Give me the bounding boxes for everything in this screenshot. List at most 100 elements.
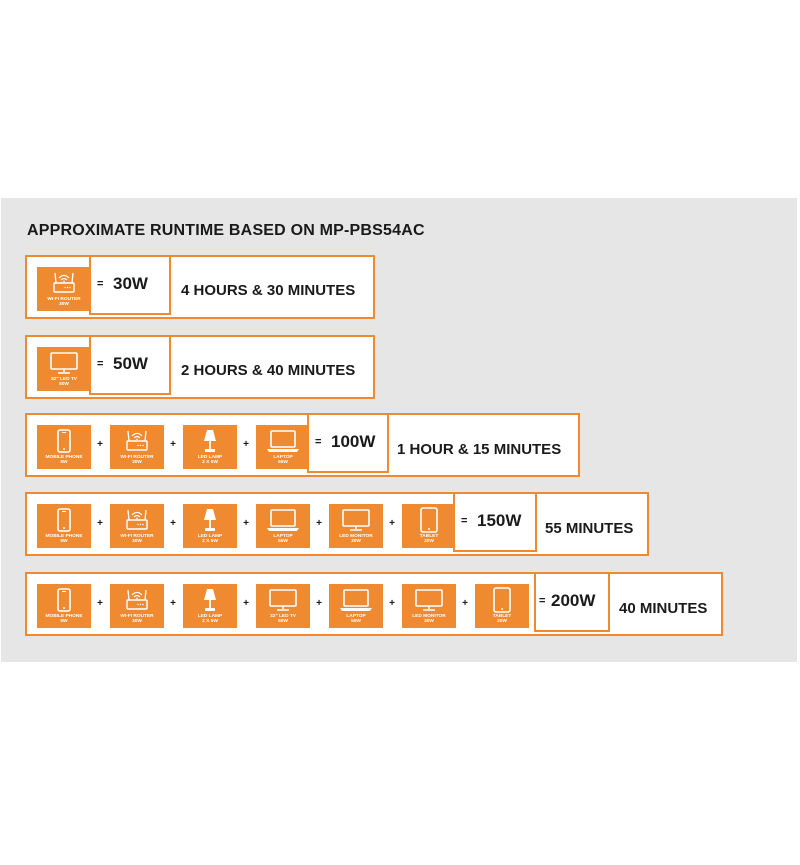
equals-sign: =: [315, 436, 322, 448]
device-wattage: 55W: [351, 619, 361, 625]
laptop-icon: [267, 430, 299, 452]
device-wattage: 30W: [132, 619, 142, 625]
equals-sign: =: [461, 515, 468, 527]
runtime-text: 1 HOUR & 15 MINUTES: [397, 441, 562, 458]
plus-sign: +: [462, 598, 468, 609]
device-name: 32" LED TV: [270, 614, 296, 619]
device-wattage: 50W: [59, 382, 69, 388]
monitor-icon: [342, 509, 370, 531]
device-wattage: 55W: [278, 539, 288, 545]
total-box: = 200W: [534, 572, 610, 632]
router-icon: [126, 589, 148, 610]
device-name: WI-FI ROUTER: [120, 455, 154, 460]
tablet-icon: [493, 587, 511, 613]
device-wattage: 2 X 5W: [202, 539, 218, 545]
equals-sign: =: [97, 358, 104, 370]
device-name: LED LAMP: [197, 614, 223, 619]
device-wattage: 30W: [351, 539, 361, 545]
plus-sign: +: [243, 518, 249, 529]
device-name: WI-FI ROUTER: [47, 297, 81, 302]
device-name: TABLET: [419, 534, 439, 539]
runtime-text: 2 HOURS & 40 MINUTES: [181, 362, 356, 379]
tv-icon: [269, 589, 297, 611]
router-icon: [53, 272, 75, 293]
phone-icon: [57, 429, 71, 453]
total-wattage: 200W: [551, 591, 596, 610]
plus-sign: +: [243, 439, 249, 450]
tablet-icon: [420, 507, 438, 533]
laptop-icon: [267, 509, 299, 531]
device-name: 32" LED TV: [51, 377, 77, 382]
device-name: LED MONITOR: [339, 534, 373, 539]
device-wattage: 30W: [424, 619, 434, 625]
equals-sign: =: [539, 595, 546, 607]
phone-icon: [57, 588, 71, 612]
monitor-icon: [415, 589, 443, 611]
total-wattage: 30W: [113, 274, 148, 293]
device-name: LAPTOP: [346, 614, 366, 619]
total-box: = 100W: [307, 413, 389, 473]
device-name: LED LAMP: [197, 534, 223, 539]
runtime-text: 55 MINUTES: [545, 520, 634, 537]
device-name: MOBILE PHONE: [45, 614, 83, 619]
device-name: MOBILE PHONE: [45, 455, 83, 460]
device-name: LAPTOP: [273, 455, 293, 460]
device-name: LED MONITOR: [412, 614, 446, 619]
device-wattage: 2 X 5W: [202, 460, 218, 466]
total-wattage: 150W: [477, 511, 522, 530]
phone-icon: [57, 508, 71, 532]
device-wattage: 2 X 5W: [202, 619, 218, 625]
device-name: TABLET: [492, 614, 512, 619]
plus-sign: +: [97, 598, 103, 609]
device-wattage: 30W: [132, 460, 142, 466]
total-wattage: 50W: [113, 354, 148, 373]
device-wattage: 5W: [60, 539, 68, 545]
lamp-icon: [204, 509, 216, 531]
equals-sign: =: [97, 278, 104, 290]
device-name: WI-FI ROUTER: [120, 534, 154, 539]
device-name: MOBILE PHONE: [45, 534, 83, 539]
plus-sign: +: [170, 439, 176, 450]
runtime-text: 40 MINUTES: [619, 600, 708, 617]
device-wattage: 5W: [60, 619, 68, 625]
plus-sign: +: [170, 598, 176, 609]
device-name: WI-FI ROUTER: [120, 614, 154, 619]
plus-sign: +: [316, 598, 322, 609]
lamp-icon: [204, 589, 216, 611]
plus-sign: +: [389, 598, 395, 609]
device-wattage: 20W: [424, 539, 434, 545]
lamp-icon: [204, 430, 216, 452]
device-wattage: 30W: [59, 302, 69, 308]
plus-sign: +: [97, 518, 103, 529]
device-wattage: 20W: [497, 619, 507, 625]
total-box: = 50W: [89, 335, 171, 395]
tv-icon: [50, 352, 78, 374]
runtime-text: 4 HOURS & 30 MINUTES: [181, 282, 356, 299]
page-title: APPROXIMATE RUNTIME BASED ON MP-PBS54AC: [27, 222, 425, 239]
router-icon: [126, 509, 148, 530]
plus-sign: +: [389, 518, 395, 529]
plus-sign: +: [316, 518, 322, 529]
device-wattage: 5W: [60, 460, 68, 466]
total-box: = 30W: [89, 255, 171, 315]
